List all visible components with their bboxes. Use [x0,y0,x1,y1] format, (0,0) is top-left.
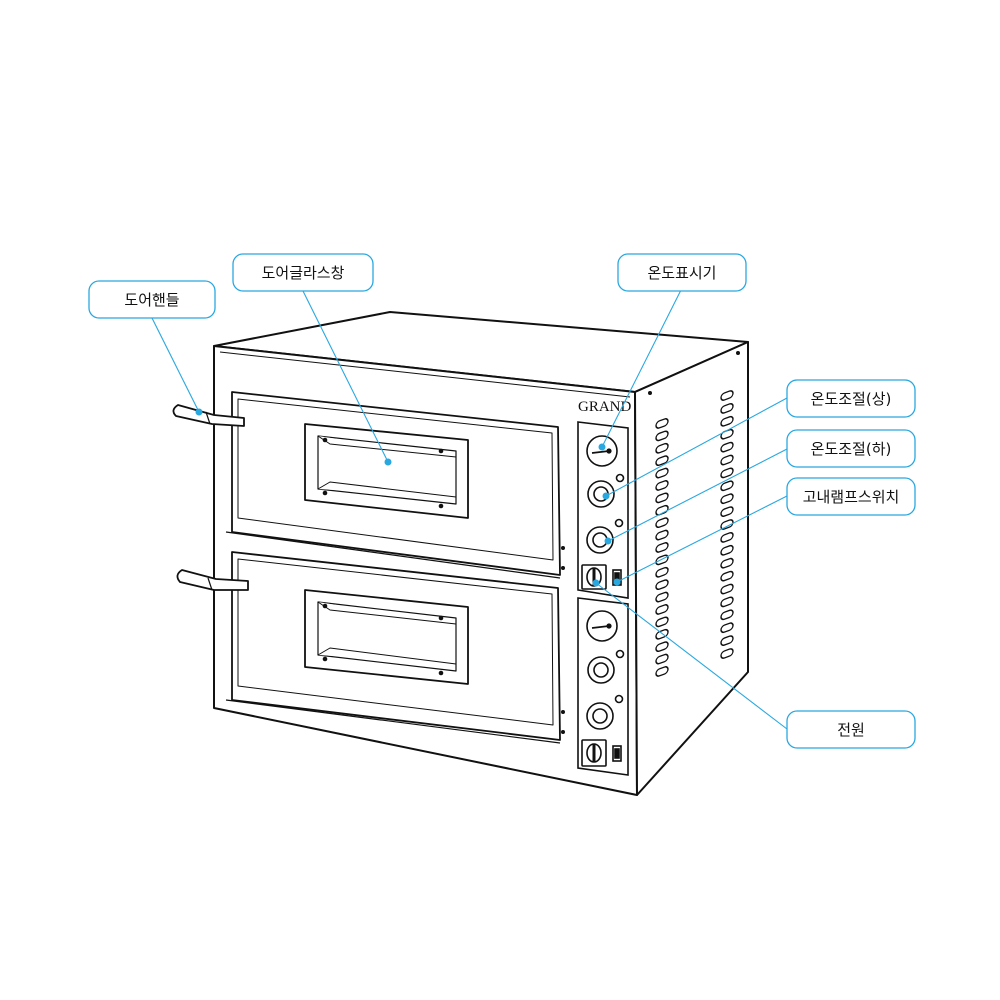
vent-slot [655,529,669,541]
brand-label: GRAND [578,399,632,415]
vent-slot [655,566,669,578]
vent-slot [720,557,734,569]
svg-text:온도표시기: 온도표시기 [647,264,716,282]
vent-slot [655,616,669,628]
lower-door [225,551,561,744]
vent-slot [720,635,734,646]
side-screws [648,351,740,395]
oven-side [634,341,749,796]
vent-slot [720,441,734,453]
vent-slot [720,583,734,595]
hinge-dots [561,546,565,734]
vent-slot [720,403,734,414]
svg-text:온도조절(하): 온도조절(하) [811,440,892,458]
upper-door-handle [172,404,245,427]
vent-slot [655,455,669,467]
leader-lines [151,289,788,730]
vent-slot [655,467,669,479]
vent-slot [655,542,669,553]
vent-slot [655,442,669,454]
vent-slot [655,591,669,603]
vent-slot [720,467,734,479]
svg-text:도어핸들: 도어핸들 [124,291,179,309]
callout-door-handle: 도어핸들 [88,280,216,319]
vent-slot [655,579,669,591]
svg-text:고내램프스위치: 고내램프스위치 [803,488,900,506]
svg-text:도어글라스창: 도어글라스창 [262,264,345,282]
vent-slot [655,641,669,653]
callout-temp-display: 온도표시기 [617,253,747,292]
vent-slot [655,666,669,677]
vent-slot [655,604,669,615]
side-vents [655,390,734,677]
vent-slot [720,454,734,466]
vent-slot [655,517,669,529]
vent-slot [720,532,734,543]
control-panel-lower [577,597,629,776]
vent-slot [655,418,669,429]
vent-slot [720,390,734,401]
vent-slot [720,519,734,530]
lower-door-handle [176,569,249,591]
vent-slot [720,648,734,659]
vent-slot [655,480,669,491]
vent-slot [720,493,734,505]
vent-slot [655,628,669,640]
vent-slot [655,492,669,504]
vent-slot [720,415,734,427]
control-panel-upper [577,421,629,599]
callout-lamp-switch: 고내램프스위치 [786,477,916,516]
svg-text:온도조절(상): 온도조절(상) [811,390,892,408]
vent-slot [720,596,734,608]
vent-slot [655,653,669,665]
callout-power: 전원 [786,710,916,749]
leader-dots [195,408,621,587]
upper-door [225,391,561,579]
vent-slot [720,570,734,582]
vent-slot [720,506,734,517]
callout-temp-control-upper: 온도조절(상) [786,379,916,418]
callout-temp-control-lower: 온도조절(하) [786,429,916,468]
vent-slot [720,609,734,621]
vent-slot [720,480,734,492]
svg-text:전원: 전원 [837,721,865,739]
vent-slot [720,544,734,556]
vent-slot [655,430,669,442]
vent-slot [720,622,734,634]
callout-door-glass: 도어글라스창 [232,253,374,292]
